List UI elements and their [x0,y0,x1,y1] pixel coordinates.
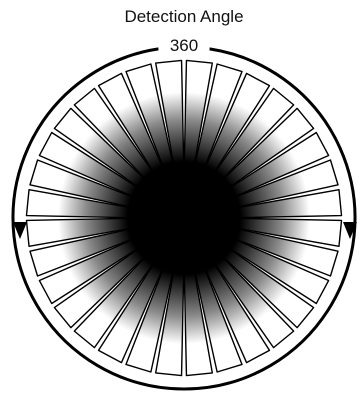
diagram-title: Detection Angle [124,7,243,26]
angle-label: 360 [170,36,198,55]
detection-beams [26,60,341,375]
sensor-center [175,209,193,227]
